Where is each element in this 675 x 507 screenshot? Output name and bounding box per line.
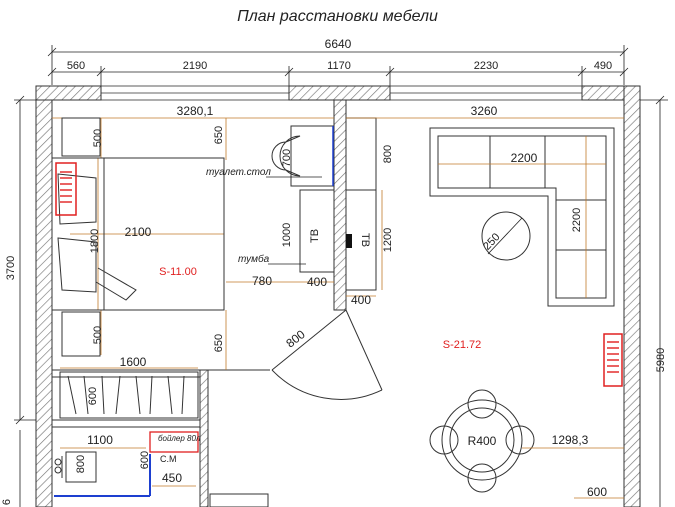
radiator-fins xyxy=(60,171,72,203)
dim-toilet-table-w: 700 xyxy=(281,149,293,167)
dim-lower-650: 650 xyxy=(213,334,225,352)
dim-seg-1: 560 xyxy=(67,60,85,72)
dim-bath-w: 1100 xyxy=(87,433,113,447)
dim-seg-4: 2230 xyxy=(474,60,498,72)
radiator-right-fins xyxy=(607,341,619,373)
right-dimension xyxy=(640,95,668,507)
dim-dining-r: R400 xyxy=(468,434,497,448)
dim-bed-length: 2100 xyxy=(125,225,152,239)
dim-bath-h: 800 xyxy=(75,455,87,473)
left-dimension xyxy=(14,95,36,507)
stand-label: тумба xyxy=(238,253,270,265)
plan-title: План расстановки мебели xyxy=(237,8,438,25)
tv-screen xyxy=(346,234,352,248)
tv-label-2: ТВ xyxy=(359,233,371,247)
dim-bottom-600: 600 xyxy=(587,485,607,499)
dim-height-bottom-left: 6 xyxy=(1,499,13,505)
dim-seg-3: 1170 xyxy=(327,60,351,72)
dim-table-d: 250 xyxy=(481,231,502,253)
boiler-box xyxy=(149,431,199,453)
dim-toilet-table-h: 650 xyxy=(213,126,225,144)
bath-fixtures xyxy=(54,451,97,483)
dim-bed-top-gap: 500 xyxy=(92,129,104,147)
dim-tv-depth: 400 xyxy=(307,275,327,289)
dim-height-left: 3700 xyxy=(5,256,17,280)
dim-door: 800 xyxy=(283,327,308,351)
dim-tv-wall-h: 1200 xyxy=(382,228,394,252)
bath-counter xyxy=(209,493,269,507)
dim-tv-stand-h: 1000 xyxy=(281,223,293,247)
corner-sofa xyxy=(429,127,615,307)
bedroom-area-label: S-11.00 xyxy=(159,266,197,278)
boiler-label: бойлер 80л xyxy=(158,434,201,443)
wardrobe xyxy=(59,371,199,419)
dining-set xyxy=(429,389,535,493)
radiator-icon xyxy=(55,162,77,216)
dim-tv-depth-2: 400 xyxy=(351,293,371,307)
interior-walls xyxy=(52,99,347,507)
bed xyxy=(51,157,225,311)
top-dimensions xyxy=(47,45,629,90)
dim-wardrobe-w: 1600 xyxy=(120,355,147,369)
tv-label-1: ТВ xyxy=(309,229,321,243)
windows-top xyxy=(100,85,583,101)
dim-seg-5: 490 xyxy=(594,60,612,72)
living-area-label: S-21.72 xyxy=(443,339,482,351)
washer-label: С.М xyxy=(160,454,177,464)
dim-bath-450: 450 xyxy=(162,471,182,485)
dim-height-right: 5980 xyxy=(655,348,667,372)
tv-stand-bedroom xyxy=(299,189,335,273)
chair-icon xyxy=(271,135,301,177)
dim-seg-2: 2190 xyxy=(183,60,207,72)
nightstand-top xyxy=(61,117,101,157)
coffee-table-diameter xyxy=(487,217,523,255)
dim-bedroom-width: 3280,1 xyxy=(177,104,214,118)
tv-cabinet-living xyxy=(345,117,377,191)
dim-dining-gap: 1298,3 xyxy=(552,433,589,447)
radiator-right-icon xyxy=(603,333,623,387)
dim-wardrobe-d: 600 xyxy=(87,387,99,405)
nightstand-bottom xyxy=(61,311,101,357)
dim-bed-width: 1800 xyxy=(89,229,101,253)
door-swing xyxy=(271,309,383,400)
wardrobe-hangers xyxy=(67,375,185,415)
dim-bed-bottom-gap: 500 xyxy=(92,326,104,344)
outer-walls xyxy=(35,85,641,507)
dim-sofa-w: 2200 xyxy=(511,151,538,165)
toilet-table-label: туалет.стол xyxy=(206,167,271,178)
coffee-table xyxy=(481,211,531,261)
dim-cabinet-h: 800 xyxy=(382,145,394,163)
dim-bath-h2: 600 xyxy=(139,451,151,469)
dim-stand-w: 780 xyxy=(252,274,272,288)
dim-living-width: 3260 xyxy=(471,104,498,118)
dim-sofa-h: 2200 xyxy=(571,208,583,232)
dim-total-width: 6640 xyxy=(325,37,352,51)
